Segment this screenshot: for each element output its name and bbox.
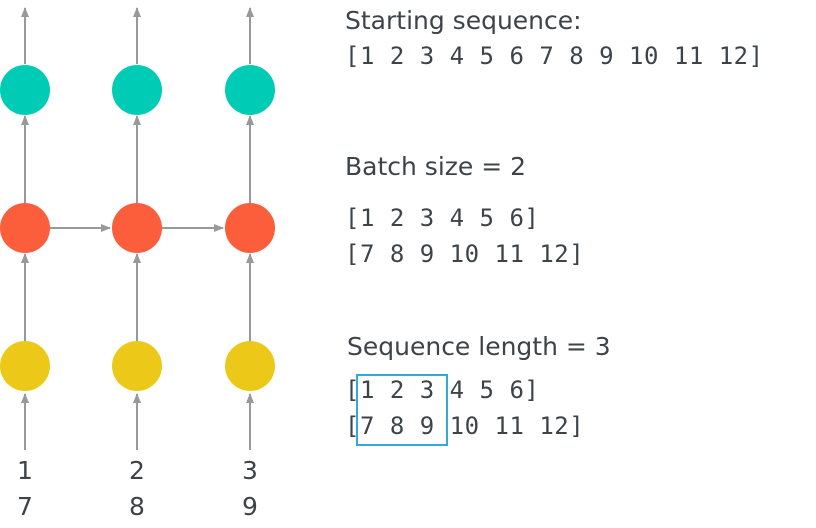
column-2-top-label: 2 <box>129 456 145 485</box>
starting-sequence-title: Starting sequence: <box>345 6 582 35</box>
input-node-1 <box>0 341 50 391</box>
column-3-top-label: 3 <box>242 456 258 485</box>
output-node-2 <box>112 65 162 115</box>
hidden-node-3 <box>225 203 275 253</box>
hidden-node-2 <box>112 203 162 253</box>
sequence-window-box <box>356 374 448 446</box>
batch-row-2: [7 8 9 10 11 12] <box>345 240 585 268</box>
output-node-1 <box>0 65 50 115</box>
seqlen-row-1: [1 2 3 4 5 6] <box>345 376 540 404</box>
seqlen-row-2: [7 8 9 10 11 12] <box>345 412 585 440</box>
column-3-bottom-label: 9 <box>242 492 258 521</box>
batch-size-title: Batch size = 2 <box>345 152 527 181</box>
input-node-2 <box>112 341 162 391</box>
sequence-length-title: Sequence length = 3 <box>347 332 611 361</box>
output-node-3 <box>225 65 275 115</box>
starting-sequence-values: [1 2 3 4 5 6 7 8 9 10 11 12] <box>345 42 764 70</box>
column-2-bottom-label: 8 <box>129 492 145 521</box>
column-1-bottom-label: 7 <box>17 492 33 521</box>
input-node-3 <box>225 341 275 391</box>
batch-row-1: [1 2 3 4 5 6] <box>345 204 540 232</box>
hidden-node-1 <box>0 203 50 253</box>
column-1-top-label: 1 <box>17 456 33 485</box>
